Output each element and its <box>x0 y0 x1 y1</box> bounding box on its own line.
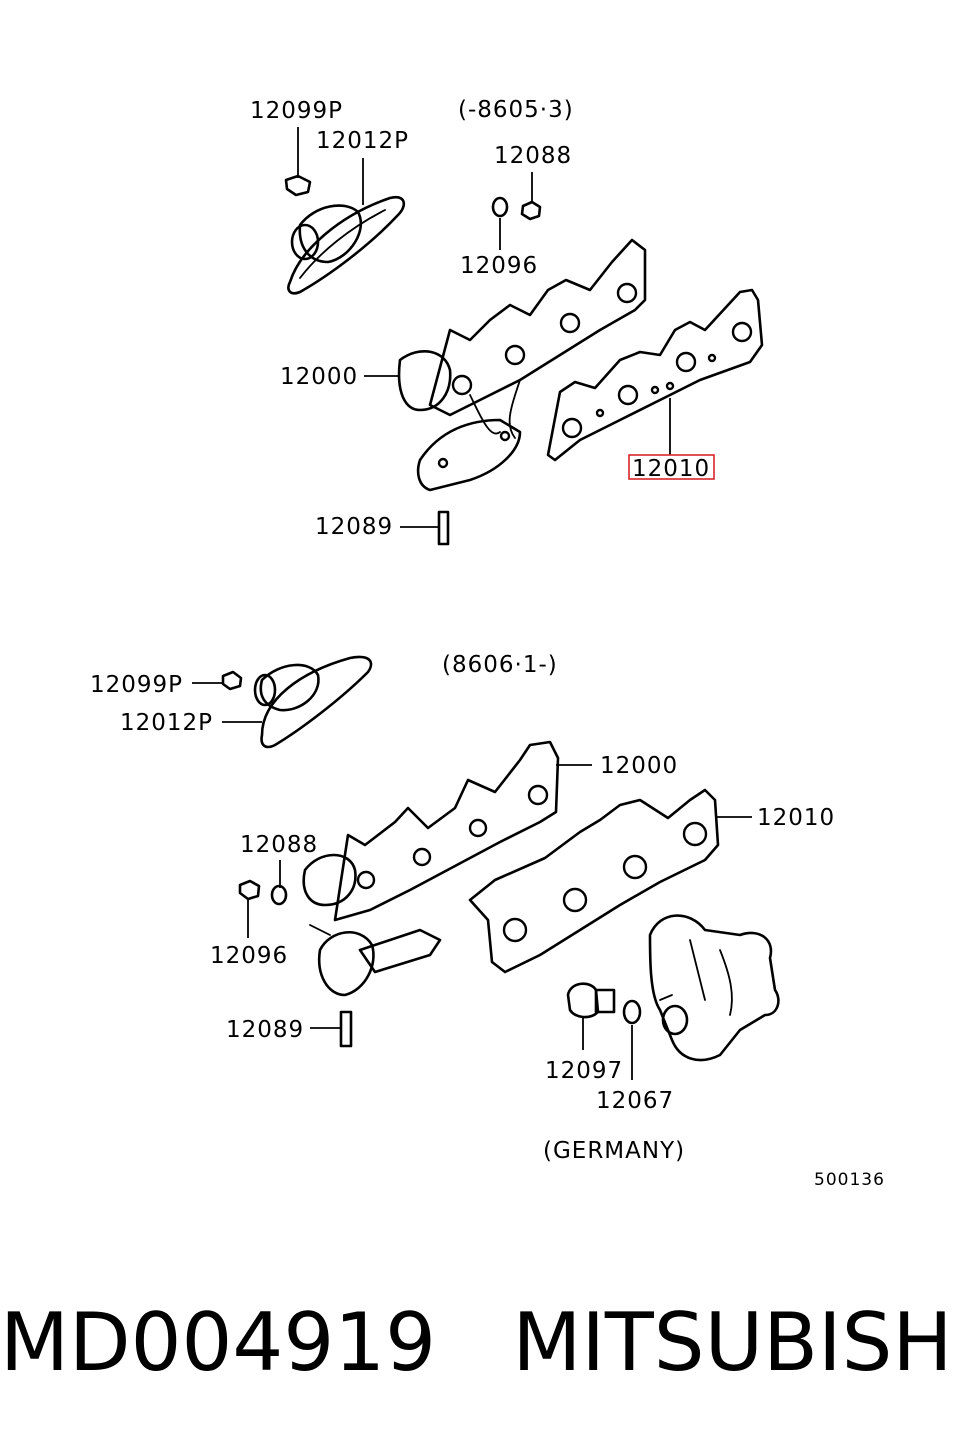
label-12012P-bottom: 12012P <box>120 710 213 736</box>
plug-12097 <box>566 982 616 1019</box>
label-12099P-top: 12099P <box>250 98 343 124</box>
heat-shield-12012P-top <box>287 195 406 295</box>
region-note: (GERMANY) <box>543 1138 685 1164</box>
washer-12096-top <box>491 196 509 218</box>
bottom-assembly: (8606·1-) 12099P 12012P 12000 12010 <box>90 652 835 1164</box>
figure-number: 500136 <box>814 1170 885 1190</box>
nut-12088-top <box>520 200 542 221</box>
elbow-12012P-top <box>298 204 363 264</box>
label-12010-top: 12010 <box>632 456 710 482</box>
bolt-12099P-top <box>284 174 312 197</box>
heat-shield-12012P-bottom <box>253 655 373 749</box>
label-12097: 12097 <box>545 1058 623 1084</box>
top-date-range: (-8605·3) <box>458 97 574 123</box>
footer-title: MD004919 MITSUBISHI <box>0 1288 960 1398</box>
label-12000-top: 12000 <box>280 364 358 390</box>
gasket-12010-top <box>546 288 764 462</box>
top-assembly: (-8605·3) 12099P 12012P 12088 12096 1200… <box>250 97 764 546</box>
highlight-box-12010 <box>628 454 715 480</box>
label-12012P-top: 12012P <box>316 128 409 154</box>
exhaust-manifold-12000-top <box>397 238 647 492</box>
label-12067: 12067 <box>596 1088 674 1114</box>
gasket-12010-bottom <box>468 788 720 974</box>
exhaust-manifold-12000-bottom <box>302 740 560 997</box>
washer-12067 <box>622 999 642 1025</box>
bolt-12099P-bottom <box>221 670 243 691</box>
turbo-housing <box>648 914 780 1062</box>
washer-12088-bottom <box>270 884 288 906</box>
brand-name: MITSUBISHI <box>512 1296 960 1389</box>
stud-12089-bottom <box>339 1010 353 1048</box>
label-12088-top: 12088 <box>494 143 572 169</box>
stud-12089-top <box>437 510 450 546</box>
nut-12096-bottom <box>238 879 261 901</box>
bottom-date-range: (8606·1-) <box>442 652 558 678</box>
label-12088-bottom: 12088 <box>240 832 318 858</box>
label-12089-top: 12089 <box>315 514 393 540</box>
label-12096-bottom: 12096 <box>210 943 288 969</box>
label-12096-top: 12096 <box>460 253 538 279</box>
part-number: MD004919 <box>0 1296 437 1389</box>
label-12089-bottom: 12089 <box>226 1017 304 1043</box>
footer-spacer <box>436 1296 512 1389</box>
label-12099P-bottom: 12099P <box>90 672 183 698</box>
label-12010-bottom: 12010 <box>757 805 835 831</box>
label-12000-bottom: 12000 <box>600 753 678 779</box>
